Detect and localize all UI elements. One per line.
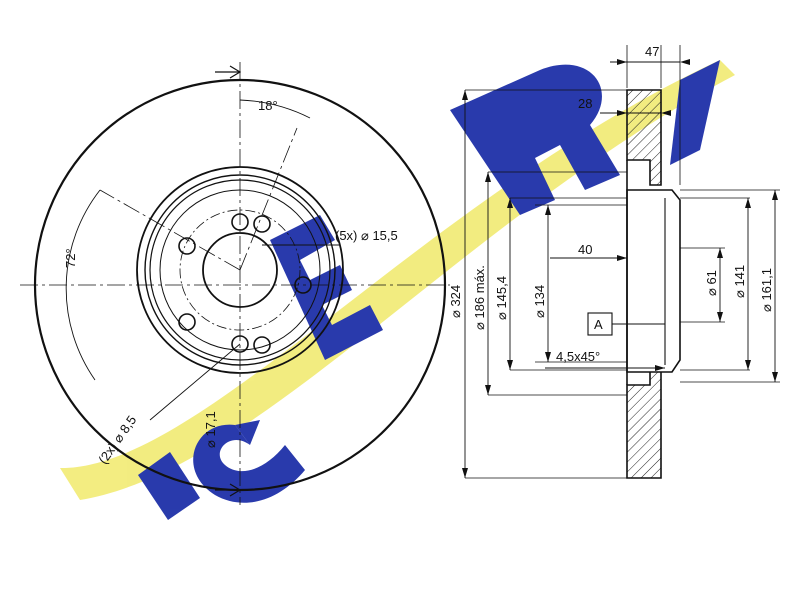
dim-47-label: 47 xyxy=(645,44,659,59)
section-disc-lower xyxy=(626,359,662,479)
dim-28-label: 28 xyxy=(578,96,592,111)
chamfer-label: 4,5x45° xyxy=(556,349,600,364)
angle-arc-72 xyxy=(65,189,101,381)
bolt-hole xyxy=(178,237,196,255)
bottom-arrow xyxy=(215,483,242,497)
bolt-hole xyxy=(178,313,196,331)
watermark-swoosh xyxy=(60,60,735,500)
dim-145-label: ⌀ 145,4 xyxy=(494,276,509,320)
dim-40-label: 40 xyxy=(578,242,592,257)
angle-ray-18 xyxy=(239,127,298,271)
dim-134-label: ⌀ 134 xyxy=(532,285,547,318)
dim-186-label: ⌀ 186 máx. xyxy=(472,265,487,330)
dim-141-label: ⌀ 141 xyxy=(732,265,747,298)
bolt-hole-label: (5x) ⌀ 15,5 xyxy=(335,228,398,243)
front-view xyxy=(20,62,450,505)
section-disc-upper xyxy=(626,89,662,186)
icer-watermark xyxy=(60,60,735,520)
dim-161-label: ⌀ 161,1 xyxy=(759,268,774,312)
dim-61-label: ⌀ 61 xyxy=(704,270,719,296)
hat-profile xyxy=(626,189,681,373)
datum-box xyxy=(587,312,613,336)
angle-arc-18 xyxy=(239,99,311,119)
angle-ray-72 xyxy=(99,189,241,271)
top-arrow xyxy=(215,65,242,79)
angle-72-label: 72° xyxy=(63,248,78,268)
watermark-letters xyxy=(138,60,720,520)
dim-324-label: ⌀ 324 xyxy=(448,285,463,318)
pcd-label: ⌀ 17,1 xyxy=(203,411,218,448)
angle-18-label: 18° xyxy=(258,98,278,113)
datum-label: A xyxy=(594,317,603,332)
section-view xyxy=(462,45,780,479)
bolt-hole xyxy=(253,336,271,354)
hole-leader xyxy=(149,343,241,421)
